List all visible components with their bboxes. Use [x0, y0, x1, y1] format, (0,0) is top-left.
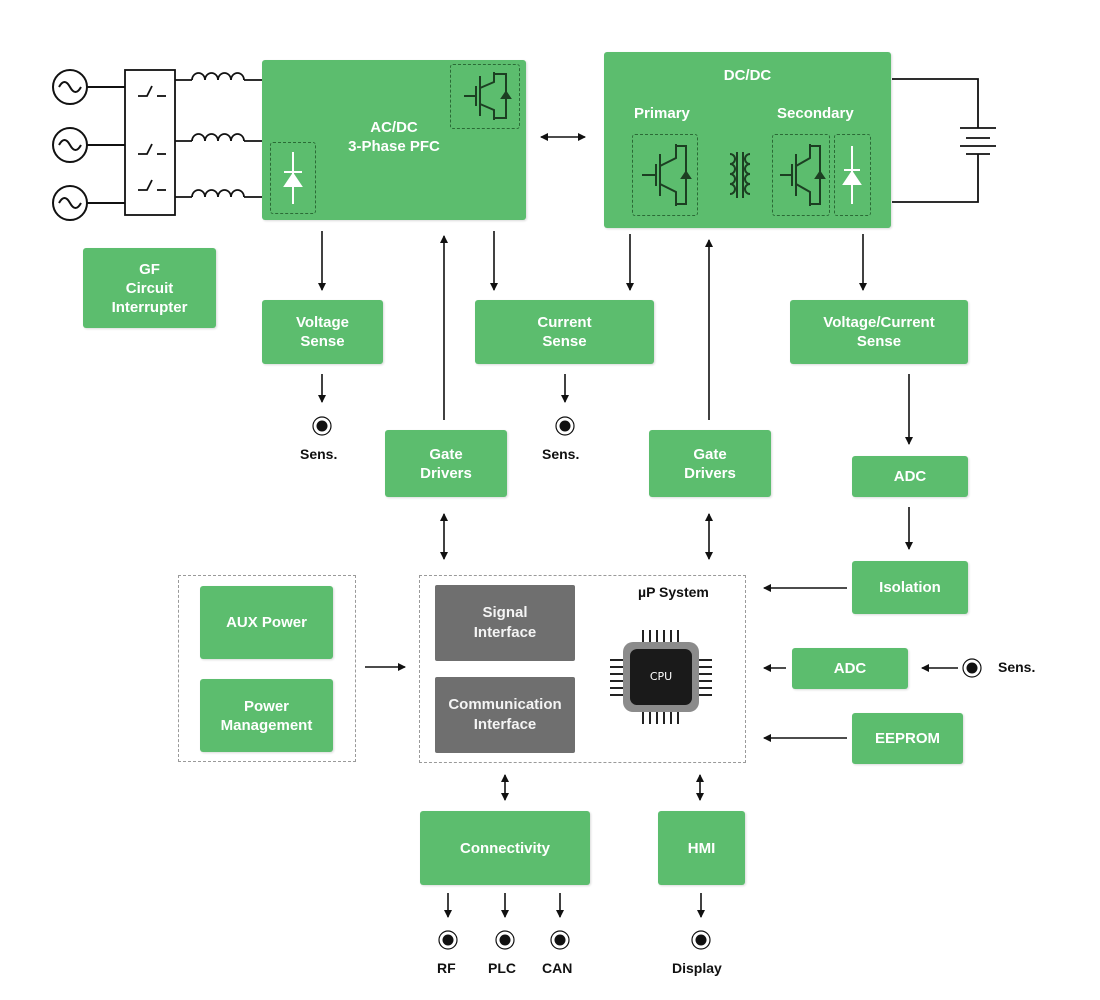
eeprom-label: EEPROM [874, 730, 940, 747]
signal-interface-block: Signal Interface [435, 585, 575, 661]
adc-1-block: ADC [852, 456, 968, 497]
ac-source-2-icon [52, 127, 125, 163]
secondary-label: Secondary [777, 105, 854, 122]
current-sense-label: Current Sense [537, 314, 592, 350]
connectivity-label: Connectivity [459, 839, 550, 857]
voltage-current-sense-label: Voltage/Current Sense [823, 314, 935, 350]
transformer-icon [729, 152, 751, 198]
igbt-icon [464, 72, 512, 120]
primary-switch-frame [632, 134, 698, 216]
gate-drivers-1-block: Gate Drivers [385, 430, 507, 497]
aux-power-block: AUX Power [200, 586, 333, 659]
adc-2-label: ADC [833, 660, 867, 677]
voltage-current-sense-block: Voltage/Current Sense [790, 300, 968, 364]
power-management-block: Power Management [200, 679, 333, 752]
sens-label-1: Sens. [300, 446, 338, 462]
gate-drivers-2-label: Gate Drivers [684, 445, 736, 482]
acdc-transistor-frame [450, 64, 520, 129]
isolation-label: Isolation [879, 579, 941, 596]
terminal-sens-1-icon [312, 416, 332, 436]
terminal-plc-icon [495, 930, 515, 950]
secondary-diode-frame [834, 134, 871, 216]
hmi-block: HMI [658, 811, 745, 885]
communication-interface-label: Communication Interface [448, 696, 562, 733]
voltage-sense-block: Voltage Sense [262, 300, 383, 364]
adc-1-label: ADC [893, 468, 927, 485]
dcdc-block: DC/DC [604, 52, 891, 228]
terminal-sens-3-icon [962, 658, 982, 678]
display-label: Display [672, 960, 722, 976]
aux-power-label: AUX Power [226, 614, 307, 631]
sens-label-2: Sens. [542, 446, 580, 462]
adc-2-block: ADC [792, 648, 908, 689]
gf-circuit-interrupter-label: GF Circuit Interrupter [111, 260, 188, 316]
inductor-1-icon [191, 72, 262, 81]
primary-label: Primary [634, 105, 690, 122]
inductor-3-icon [191, 189, 262, 198]
terminal-can-icon [550, 930, 570, 950]
gf-circuit-interrupter-block: GF Circuit Interrupter [83, 248, 216, 328]
isolation-block: Isolation [852, 561, 968, 614]
secondary-switch-frame [772, 134, 830, 216]
acdc-pfc-label: AC/DC 3-Phase PFC [348, 119, 440, 155]
cpu-chip-icon [610, 630, 712, 724]
acdc-diode-frame [270, 142, 316, 214]
dcdc-label: DC/DC [723, 67, 772, 84]
contactor-switch-icon [124, 69, 192, 216]
secondary-transistor-icon [780, 144, 826, 206]
plc-label: PLC [488, 960, 516, 976]
terminal-rf-icon [438, 930, 458, 950]
power-group-frame [178, 575, 356, 762]
cpu-label: CPU [649, 670, 673, 683]
gate-drivers-2-block: Gate Drivers [649, 430, 771, 497]
secondary-diode-icon [842, 146, 862, 204]
rf-label: RF [437, 960, 456, 976]
signal-interface-label: Signal Interface [473, 604, 537, 641]
current-sense-block: Current Sense [475, 300, 654, 364]
sens-label-3: Sens. [998, 659, 1036, 675]
ac-source-1-icon [52, 69, 125, 105]
voltage-sense-label: Voltage Sense [295, 314, 350, 350]
diode-icon [283, 152, 303, 204]
power-management-label: Power Management [220, 697, 313, 734]
inductor-2-icon [191, 133, 262, 142]
gate-drivers-1-label: Gate Drivers [420, 445, 472, 482]
primary-transistor-icon [642, 144, 692, 206]
battery-icon [892, 78, 996, 203]
terminal-display-icon [691, 930, 711, 950]
communication-interface-block: Communication Interface [435, 677, 575, 753]
up-system-frame [419, 575, 746, 763]
can-label: CAN [542, 960, 573, 976]
hmi-label: HMI [687, 839, 716, 857]
eeprom-block: EEPROM [852, 713, 963, 764]
terminal-sens-2-icon [555, 416, 575, 436]
up-system-label: µP System [638, 584, 709, 600]
ac-source-3-icon [52, 185, 125, 221]
connectivity-block: Connectivity [420, 811, 590, 885]
